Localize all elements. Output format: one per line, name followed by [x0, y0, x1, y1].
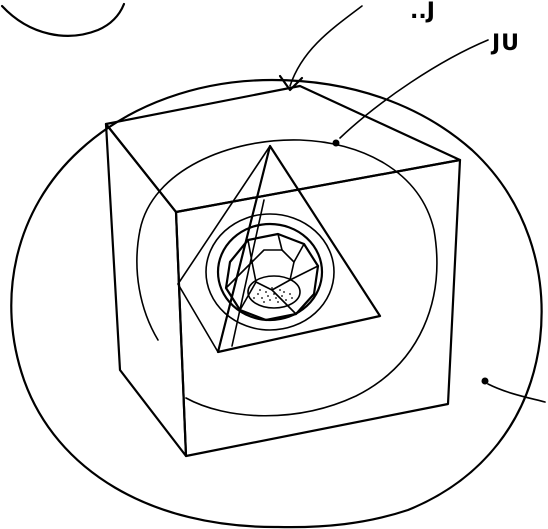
- outer-sphere-arc-top-left: [2, 4, 124, 36]
- dodecahedron-sphere-label: JU: [490, 31, 520, 56]
- arrow-to-cube-top: [290, 6, 362, 86]
- cube-front-face: [176, 160, 460, 456]
- cube-left-face: [106, 124, 186, 456]
- leader-dot-outer-region: [482, 378, 489, 385]
- partial-label-top-right: ..J: [410, 0, 435, 24]
- dodecahedron-inner-face: [252, 250, 294, 290]
- leader-line-ju: [340, 40, 488, 138]
- tetrahedron-inner-sphere: [206, 214, 334, 330]
- tetrahedron-edge-back-base: [178, 284, 218, 352]
- inner-sphere-left-arc: [137, 230, 158, 340]
- leader-line-right: [488, 384, 545, 402]
- tetrahedron-outline: [218, 146, 380, 352]
- outer-sphere: [11, 80, 541, 527]
